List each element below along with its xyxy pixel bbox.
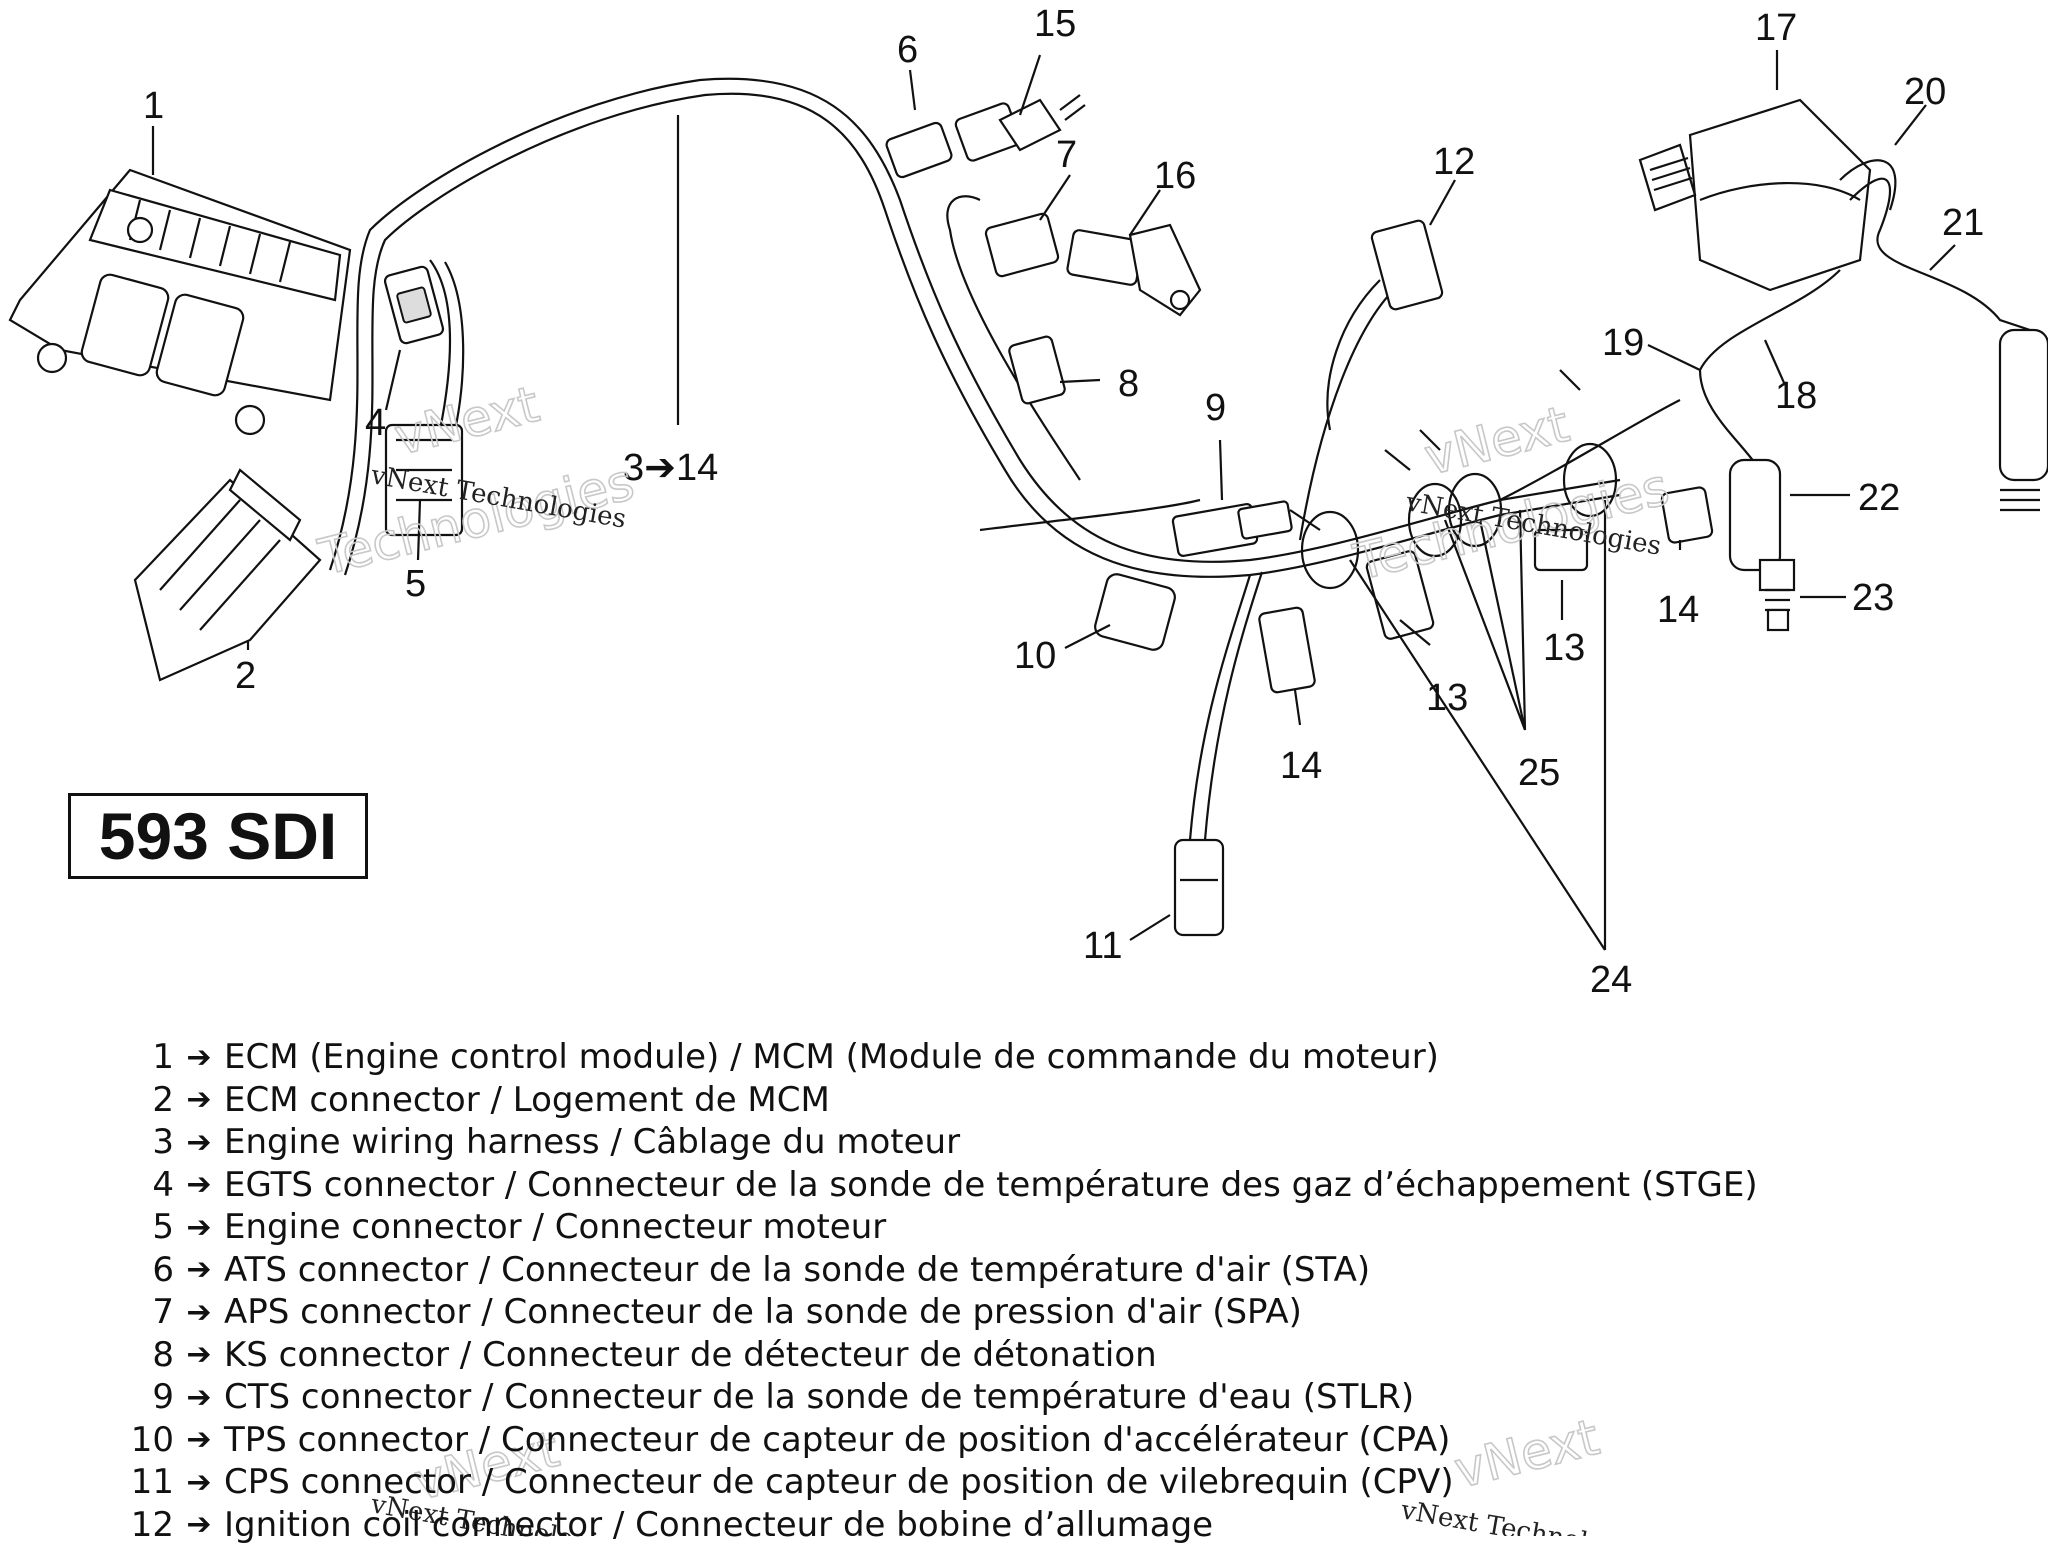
legend-description: CTS connector / Connecteur de la sonde d… <box>224 1377 1414 1417</box>
legend-description: Ignition coil connector / Connecteur de … <box>224 1505 1213 1545</box>
callout-1: 1 <box>143 85 164 127</box>
callout-23: 23 <box>1852 577 1894 619</box>
ignition-coil-connector <box>1327 219 1443 430</box>
arrow-icon: ➔ <box>174 1422 224 1457</box>
callout-15: 15 <box>1034 3 1076 45</box>
callout-25: 25 <box>1518 752 1560 794</box>
legend-description: KS connector / Connecteur de détecteur d… <box>224 1335 1157 1375</box>
legend-description: CPS connector / Connecteur de capteur de… <box>224 1462 1454 1502</box>
arrow-icon: ➔ <box>174 1040 224 1075</box>
egts-connector <box>384 265 445 344</box>
legend-description: ECM (Engine control module) / MCM (Modul… <box>224 1037 1439 1077</box>
callout-16: 16 <box>1154 155 1196 197</box>
callout-10: 10 <box>1014 635 1056 677</box>
callout-17: 17 <box>1755 7 1797 49</box>
callout-13a: 13 <box>1426 677 1468 719</box>
arrow-icon: ➔ <box>174 1125 224 1160</box>
sensor-connector <box>1258 607 1315 693</box>
legend-description: ECM connector / Logement de MCM <box>224 1080 830 1120</box>
legend-number: 9 <box>60 1377 174 1417</box>
legend-number: 12 <box>60 1505 174 1545</box>
callout-6: 6 <box>897 29 918 71</box>
callout-21: 21 <box>1942 202 1984 244</box>
spark-plug <box>1760 560 1794 630</box>
legend-item: 11➔CPS connector / Connecteur de capteur… <box>60 1461 2048 1504</box>
arrow-icon: ➔ <box>174 1465 224 1500</box>
legend-item: 3➔Engine wiring harness / Câblage du mot… <box>60 1121 2048 1164</box>
legend-item: 12➔Ignition coil connector / Connecteur … <box>60 1504 2048 1546</box>
parts-legend: 1➔ECM (Engine control module) / MCM (Mod… <box>60 1036 2048 1546</box>
aps-connector <box>985 213 1144 286</box>
callout-13b: 13 <box>1543 627 1585 669</box>
arrow-icon: ➔ <box>174 1252 224 1287</box>
legend-number: 4 <box>60 1165 174 1205</box>
legend-number: 1 <box>60 1037 174 1077</box>
legend-item: 7➔APS connector / Connecteur de la sonde… <box>60 1291 2048 1334</box>
ignition-coil <box>1640 100 1870 290</box>
legend-number: 6 <box>60 1250 174 1290</box>
callout-4: 4 <box>365 402 386 444</box>
legend-description: EGTS connector / Connecteur de la sonde … <box>224 1165 1758 1205</box>
tps-connector <box>1093 572 1177 652</box>
cts-connector <box>1172 501 1292 557</box>
legend-description: Engine wiring harness / Câblage du moteu… <box>224 1122 960 1162</box>
arrow-icon: ➔ <box>174 1082 224 1117</box>
ats-connector <box>885 102 1022 179</box>
legend-number: 10 <box>60 1420 174 1460</box>
legend-item: 5➔Engine connector / Connecteur moteur <box>60 1206 2048 1249</box>
callout-3-14: 3➔14 <box>623 447 718 489</box>
callout-9: 9 <box>1205 387 1226 429</box>
callout-20: 20 <box>1904 71 1946 113</box>
legend-item: 10➔TPS connector / Connecteur de capteur… <box>60 1419 2048 1462</box>
callout-14b: 14 <box>1657 589 1699 631</box>
cps-connector <box>1175 840 1223 935</box>
watermark-left: vNext Technologies vNext Technologies <box>313 375 640 587</box>
spark-plug-cap <box>1730 460 1780 570</box>
ks-connector <box>1008 335 1066 404</box>
legend-item: 2➔ECM connector / Logement de MCM <box>60 1079 2048 1122</box>
legend-item: 8➔KS connector / Connecteur de détecteur… <box>60 1334 2048 1377</box>
legend-number: 5 <box>60 1207 174 1247</box>
callout-22: 22 <box>1858 477 1900 519</box>
callout-2: 2 <box>235 655 256 697</box>
aps-sensor <box>1130 225 1200 315</box>
legend-item: 1➔ECM (Engine control module) / MCM (Mod… <box>60 1036 2048 1079</box>
callout-5: 5 <box>405 563 426 605</box>
callout-11: 11 <box>1083 925 1122 967</box>
callout-7: 7 <box>1056 134 1077 176</box>
callout-18: 18 <box>1775 375 1817 417</box>
legend-number: 2 <box>60 1080 174 1120</box>
callout-19: 19 <box>1602 322 1644 364</box>
callout-14a: 14 <box>1280 745 1322 787</box>
callout-24: 24 <box>1590 959 1632 1001</box>
arrow-icon: ➔ <box>174 1337 224 1372</box>
legend-item: 9➔CTS connector / Connecteur de la sonde… <box>60 1376 2048 1419</box>
arrow-icon: ➔ <box>174 1167 224 1202</box>
legend-item: 4➔EGTS connector / Connecteur de la sond… <box>60 1164 2048 1207</box>
legend-description: APS connector / Connecteur de la sonde d… <box>224 1292 1302 1332</box>
arrow-icon: ➔ <box>174 1380 224 1415</box>
legend-number: 11 <box>60 1462 174 1502</box>
spark-plug-cap-right <box>2000 330 2048 510</box>
legend-description: ATS connector / Connecteur de la sonde d… <box>224 1250 1370 1290</box>
legend-number: 3 <box>60 1122 174 1162</box>
callout-12: 12 <box>1433 141 1475 183</box>
ecm-module <box>10 170 350 434</box>
legend-number: 8 <box>60 1335 174 1375</box>
legend-number: 7 <box>60 1292 174 1332</box>
legend-description: Engine connector / Connecteur moteur <box>224 1207 886 1247</box>
legend-description: TPS connector / Connecteur de capteur de… <box>224 1420 1450 1460</box>
svg-text:vNext: vNext <box>389 375 545 467</box>
arrow-icon: ➔ <box>174 1210 224 1245</box>
model-title-box: 593 SDI <box>68 793 368 879</box>
ecm-connector <box>135 470 320 680</box>
arrow-icon: ➔ <box>174 1507 224 1542</box>
callout-8: 8 <box>1118 363 1139 405</box>
legend-item: 6➔ATS connector / Connecteur de la sonde… <box>60 1249 2048 1292</box>
arrow-icon: ➔ <box>174 1295 224 1330</box>
